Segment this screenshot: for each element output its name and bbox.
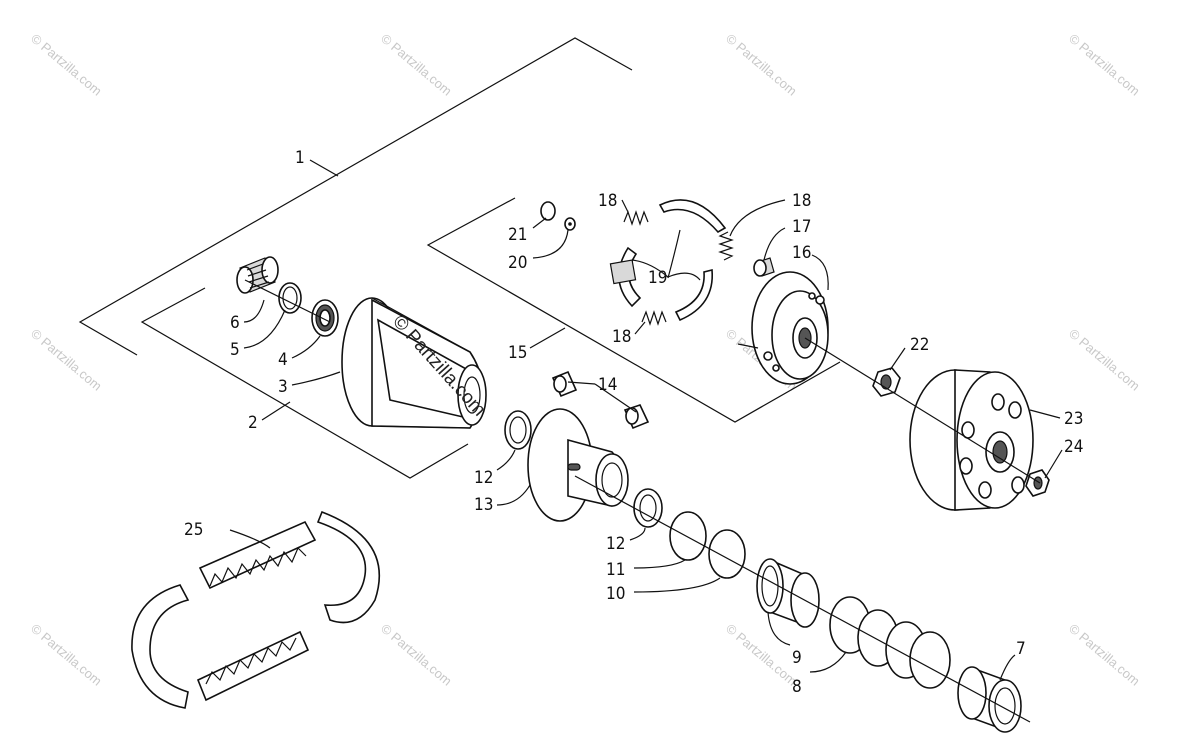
watermark: © Partzilla.com [28, 31, 105, 99]
callout-20: 20 [508, 253, 527, 273]
callout-4: 4 [278, 350, 288, 370]
leader-2 [261, 401, 291, 421]
leader-15 [529, 327, 566, 349]
watermark: © Partzilla.com [28, 326, 105, 394]
callout-2: 2 [248, 413, 258, 433]
part-9-bushing [756, 558, 820, 628]
part-7-collar [957, 666, 1022, 733]
callout-18-bottom: 18 [612, 327, 631, 347]
part-3-drive-sheave [341, 297, 487, 429]
callout-16: 16 [792, 243, 811, 263]
part-22-nut [872, 367, 901, 397]
callout-18-right: 18 [792, 191, 811, 211]
callout-19: 19 [648, 268, 667, 288]
callout-21: 21 [508, 225, 527, 245]
part-13-movable-sheave [527, 408, 629, 522]
part-11-o-ring [669, 511, 707, 561]
part-20-washer [564, 217, 576, 231]
watermark: © Partzilla.com [723, 621, 800, 689]
part-6-needle-bearing [236, 256, 279, 294]
watermark: © Partzilla.com [378, 31, 455, 99]
part-18-spring-top [623, 210, 649, 226]
axis-lines [244, 279, 1041, 723]
watermark: © Partzilla.com [723, 31, 800, 99]
watermark: © Partzilla.com [1066, 31, 1143, 99]
callout-5: 5 [230, 340, 240, 360]
part-17-spacer [753, 257, 775, 277]
part-16-clutch-plate [737, 271, 829, 385]
callout-14: 14 [598, 375, 617, 395]
callout-18-top: 18 [598, 191, 617, 211]
callout-13: 13 [474, 495, 493, 515]
part-18-spring-right [718, 231, 734, 261]
callout-11: 11 [606, 560, 625, 580]
callout-6: 6 [230, 313, 240, 333]
watermark: © Partzilla.com [378, 621, 455, 689]
bracket-assembly-15 [426, 197, 841, 423]
part-23-clutch-drum [909, 369, 1034, 511]
callout-10: 10 [606, 584, 625, 604]
callout-1: 1 [295, 148, 305, 168]
leader-1 [309, 159, 339, 177]
callout-labels: 1 2 3 4 5 6 7 8 9 10 11 12 12 13 14 15 1… [184, 148, 1083, 697]
callout-24: 24 [1064, 437, 1083, 457]
part-10-o-ring [708, 529, 746, 579]
callout-leaders [229, 199, 1063, 681]
callout-15: 15 [508, 343, 527, 363]
part-25-drive-belt [131, 510, 380, 709]
callout-17: 17 [792, 217, 811, 237]
watermark: © Partzilla.com [1066, 326, 1143, 394]
part-24-nut [1025, 469, 1050, 497]
part-4-ball-bearing [311, 299, 339, 337]
callout-9: 9 [792, 648, 802, 668]
callout-22: 22 [910, 335, 929, 355]
callout-8: 8 [792, 677, 802, 697]
bracket-assembly-2 [140, 287, 469, 479]
part-19-clutch-shoes [609, 199, 727, 322]
part-18-spring-bottom [641, 310, 667, 326]
callout-3: 3 [278, 377, 288, 397]
part-12-ring-upper [504, 410, 532, 450]
watermark: © Partzilla.com [28, 621, 105, 689]
callout-12-upper: 12 [474, 468, 493, 488]
callout-7: 7 [1016, 639, 1026, 659]
part-8-spring [829, 596, 951, 689]
watermark-layer: © Partzilla.com © Partzilla.com © Partzi… [28, 31, 1143, 689]
callout-23: 23 [1064, 409, 1083, 429]
callout-12-lower: 12 [606, 534, 625, 554]
part-21-clip [540, 201, 556, 221]
assembly-brackets [78, 37, 841, 479]
bracket-assembly-1 [78, 37, 633, 356]
watermark: © Partzilla.com [1066, 621, 1143, 689]
callout-25: 25 [184, 520, 203, 540]
part-14-rollers [551, 370, 650, 430]
